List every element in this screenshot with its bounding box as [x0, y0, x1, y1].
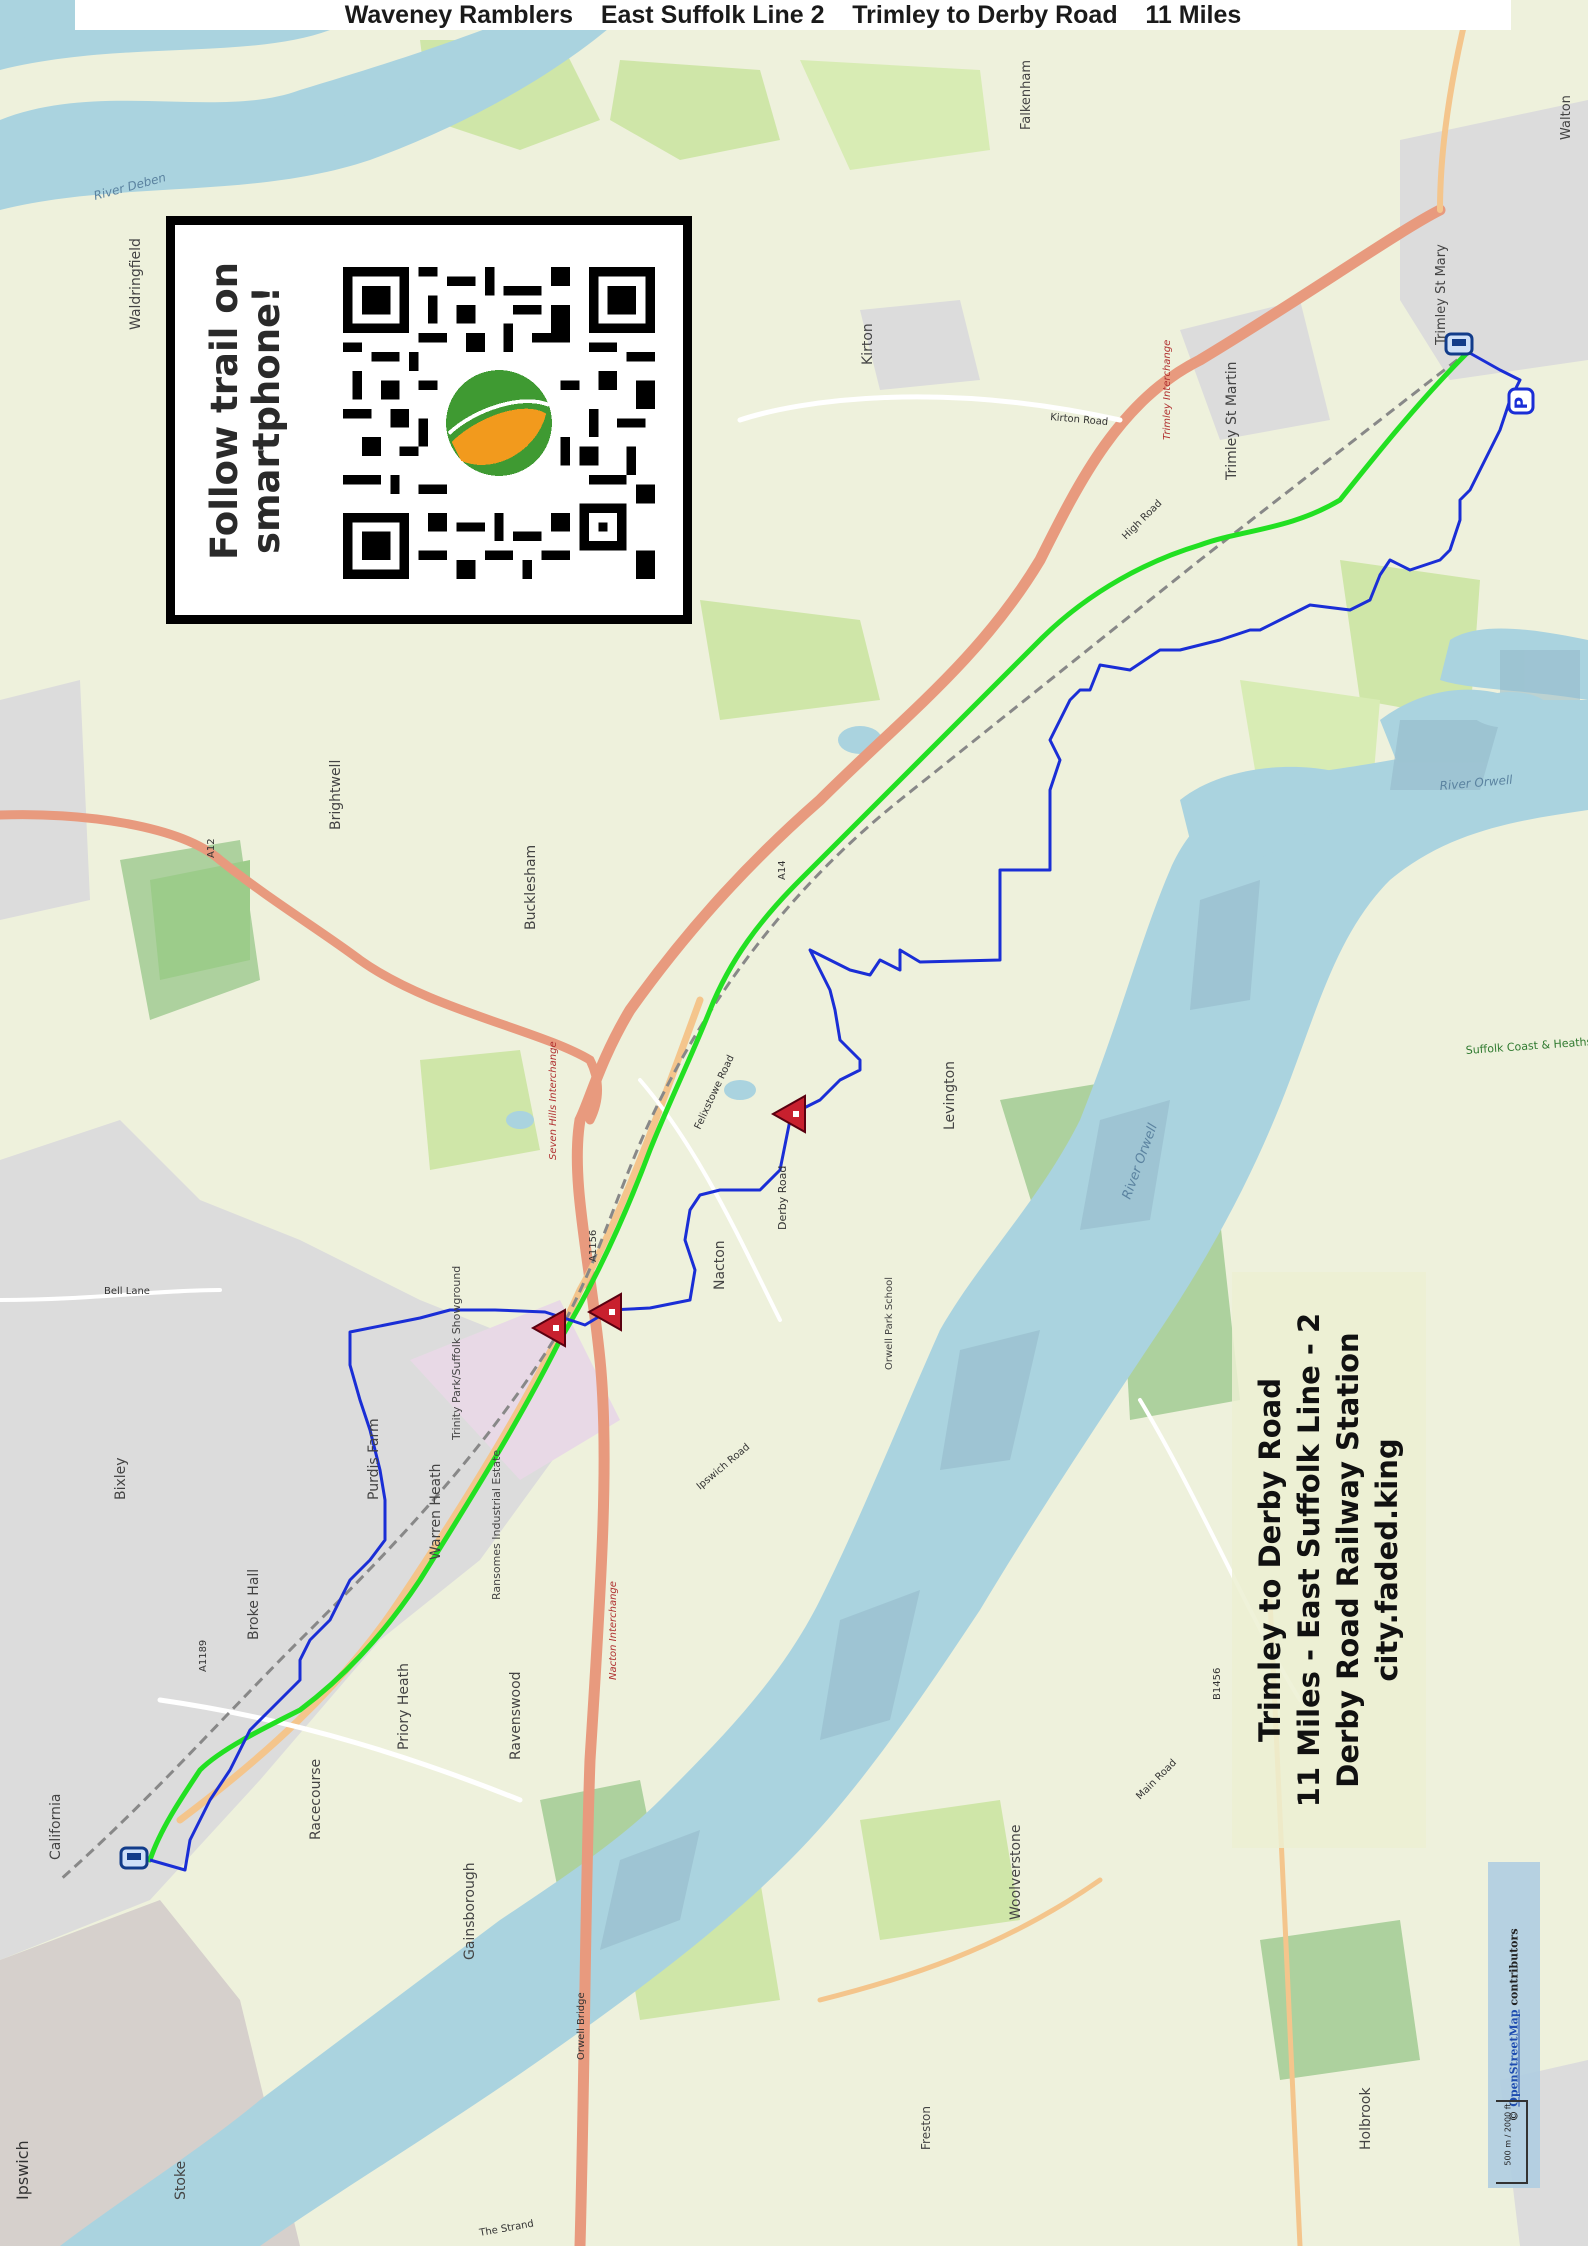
- attribution-suffix: contributors: [1507, 1928, 1521, 2006]
- scale-label: 500 m / 2000 ft: [1503, 2103, 1513, 2166]
- osm-link[interactable]: OpenStreetMap: [1507, 2009, 1521, 2107]
- qr-panel-inner: Follow trail on smartphone!: [175, 225, 683, 615]
- label-gainsborough: Gainsborough: [462, 1862, 478, 1960]
- scale-label-imperial: 2000 ft: [1503, 2103, 1513, 2133]
- label-walton: Walton: [1559, 95, 1574, 140]
- qr-code-icon[interactable]: [343, 267, 655, 579]
- label-nacton: Nacton: [712, 1240, 728, 1290]
- label-levington: Levington: [942, 1061, 958, 1130]
- label-california: California: [48, 1794, 64, 1860]
- label-a1189: A1189: [198, 1640, 209, 1672]
- label-orwell-bridge: Orwell Bridge: [576, 1992, 587, 2060]
- route-green-line: [147, 349, 1471, 1863]
- label-nacton-interchange: Nacton Interchange: [608, 1581, 619, 1680]
- map-attribution: © OpenStreetMap contributors: [1488, 1862, 1540, 2188]
- header-title: Waveney Ramblers East Suffolk Line 2 Tri…: [75, 0, 1511, 30]
- label-trimley-st-mary: Trimley St Mary: [1434, 244, 1449, 346]
- qr-panel[interactable]: Follow trail on smartphone!: [166, 216, 692, 624]
- label-bixley: Bixley: [113, 1457, 129, 1500]
- label-river-orwell-2: River Orwell: [1439, 773, 1514, 793]
- route-info-panel: Trimley to Derby Road 11 Miles - East Su…: [1232, 1272, 1426, 1848]
- label-stoke: Stoke: [173, 2161, 189, 2200]
- label-woolverstone: Woolverstone: [1008, 1824, 1024, 1920]
- warning-marker-icon[interactable]: [530, 1308, 566, 1348]
- label-bucklesham: Bucklesham: [523, 845, 539, 930]
- qr-caption-line2: smartphone!: [245, 285, 288, 555]
- route-info-distance: 11 Miles - East Suffolk Line - 2: [1292, 1312, 1326, 1808]
- route-info-what3words: city.faded.king: [1370, 1438, 1404, 1682]
- route-info-text: Trimley to Derby Road 11 Miles - East Su…: [1251, 1280, 1407, 1840]
- label-priory-heath: Priory Heath: [396, 1663, 412, 1750]
- warning-marker-icon[interactable]: [586, 1292, 622, 1332]
- label-a12: A12: [206, 838, 217, 858]
- label-freston: Freston: [919, 2106, 933, 2150]
- label-waldringfield: Waldringfield: [128, 238, 144, 330]
- label-orwell-park-school: Orwell Park School: [884, 1277, 895, 1370]
- label-racecourse: Racecourse: [308, 1759, 324, 1840]
- label-trinity-park: Trinity Park/Suffolk Showground: [450, 1266, 463, 1441]
- label-a1156: A1156: [588, 1230, 599, 1262]
- scale-bar: 500 m / 2000 ft: [1496, 2100, 1528, 2184]
- label-holbrook: Holbrook: [1358, 2087, 1374, 2150]
- route-blue-walk: [149, 350, 1522, 1872]
- river-orwell: [60, 720, 1588, 2246]
- train-station-icon[interactable]: [1444, 332, 1474, 356]
- label-a14: A14: [777, 860, 788, 880]
- mudflats: [600, 650, 1580, 1950]
- label-brightwell: Brightwell: [328, 760, 344, 830]
- label-bell-lane: Bell Lane: [104, 1286, 150, 1297]
- qr-caption-line1: Follow trail on: [203, 262, 246, 560]
- label-broke-hall: Broke Hall: [246, 1569, 262, 1640]
- label-seven-hills: Seven Hills Interchange: [548, 1041, 559, 1160]
- label-purdis-farm: Purdis Farm: [366, 1418, 382, 1500]
- scale-label-metric: 500 m: [1503, 2139, 1513, 2166]
- landcover: [120, 40, 1480, 2080]
- label-warren-heath: Warren Heath: [428, 1463, 444, 1560]
- label-kirton-road: Kirton Road: [1050, 412, 1109, 428]
- label-derby-road: Derby Road: [776, 1166, 789, 1230]
- train-station-icon[interactable]: [119, 1846, 149, 1870]
- label-b1456: B1456: [1212, 1668, 1223, 1700]
- warning-marker-icon[interactable]: [770, 1094, 806, 1134]
- label-trimley-st-martin: Trimley St Martin: [1224, 361, 1240, 481]
- qr-caption: Follow trail on smartphone!: [203, 262, 294, 560]
- route-info-station: Derby Road Railway Station: [1331, 1332, 1365, 1788]
- label-ipswich: Ipswich: [13, 2140, 32, 2200]
- route-info-title: Trimley to Derby Road: [1253, 1378, 1287, 1742]
- label-ravenswood: Ravenswood: [508, 1671, 524, 1760]
- parking-icon[interactable]: P: [1507, 387, 1535, 415]
- label-kirton: Kirton: [860, 323, 876, 365]
- svg-text:P: P: [1512, 397, 1532, 409]
- label-trimley-interchange: Trimley Interchange: [1162, 340, 1173, 440]
- major-roads: [0, 0, 1473, 2246]
- label-ransomes: Ransomes Industrial Estate: [490, 1450, 503, 1600]
- label-falkenham: Falkenham: [1019, 60, 1034, 130]
- railway-line: [59, 348, 1471, 1882]
